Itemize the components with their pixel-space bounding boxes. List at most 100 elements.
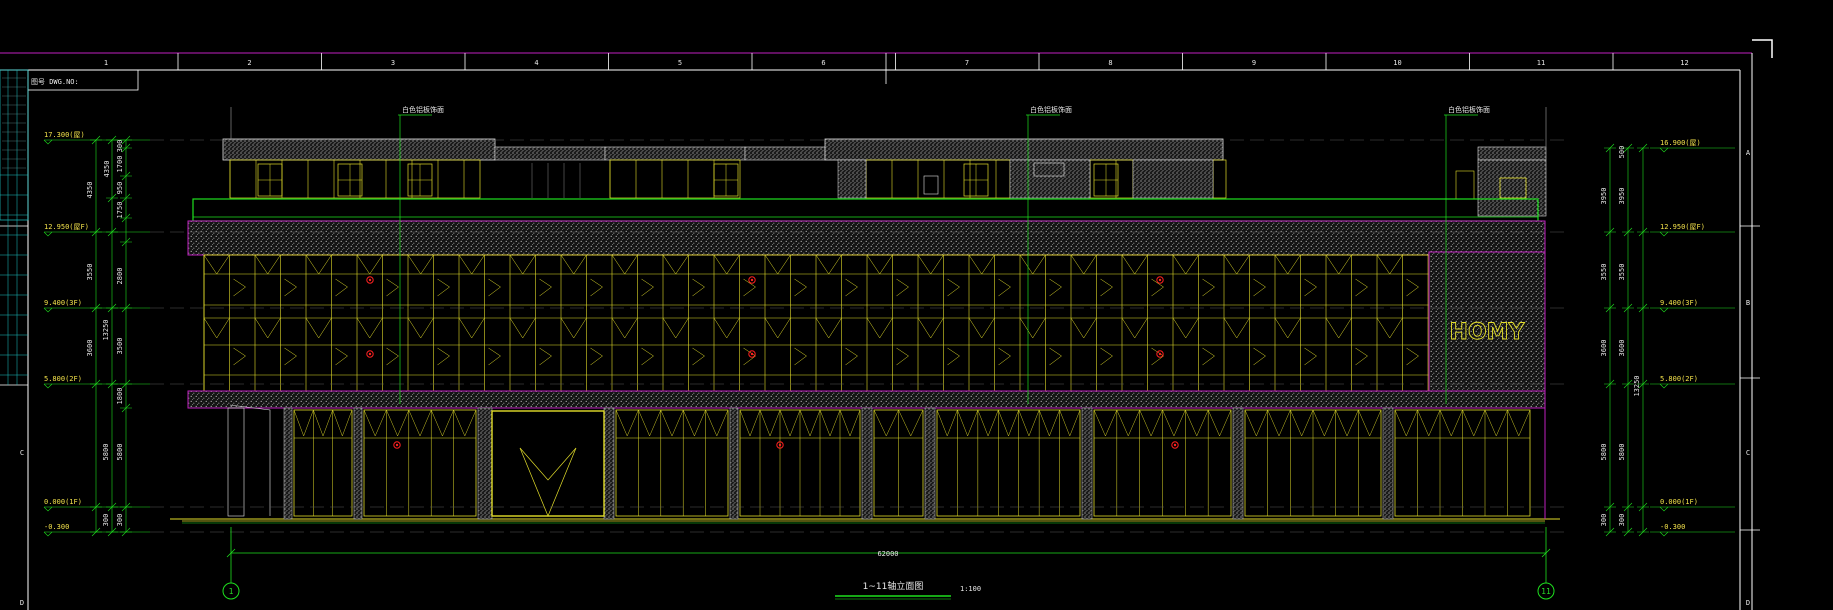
red-marker-dot xyxy=(368,352,372,356)
level-markers: 17.300(屋)12.950(屋F)9.400(3F)5.800(2F)0.0… xyxy=(43,131,1735,537)
cw-vent xyxy=(509,317,536,339)
cw-vent xyxy=(1274,317,1301,339)
cw-vent xyxy=(1325,254,1352,275)
row-letter-C: C xyxy=(1746,449,1750,457)
note-1: 白色铝板饰面 xyxy=(402,105,444,114)
cw-vent xyxy=(764,317,791,339)
cw-vent xyxy=(611,317,638,339)
pier xyxy=(1382,407,1394,520)
axis-bubble-end[interactable]: 11 xyxy=(1537,582,1555,600)
penthouse-window-band xyxy=(1089,159,1134,199)
storefront-vent xyxy=(453,409,477,437)
dim-left-13250: 13250 xyxy=(102,319,110,340)
storefront-vent xyxy=(819,409,841,437)
cw-vent xyxy=(284,347,297,366)
storefront-bay xyxy=(293,409,353,517)
red-marker-dot xyxy=(750,278,754,282)
storefront-vent xyxy=(1059,409,1081,437)
cw-vent xyxy=(386,347,399,366)
cw-vent xyxy=(509,254,536,275)
cw-vent xyxy=(488,347,501,366)
cw-vent xyxy=(968,317,995,339)
cw-vent xyxy=(254,317,281,339)
cw-vent xyxy=(1070,317,1097,339)
column-number-2: 2 xyxy=(247,59,251,67)
cw-vent xyxy=(896,347,909,366)
storefront-vent xyxy=(1290,409,1314,437)
penthouse-window-band xyxy=(609,159,741,199)
overall-dimension: 62000 xyxy=(226,527,1551,583)
cw-vent xyxy=(356,254,383,275)
red-marker xyxy=(366,276,374,284)
red-marker xyxy=(1156,350,1164,358)
storefront-vent xyxy=(1093,409,1118,437)
cw-vent xyxy=(998,278,1011,297)
level-label-left: 0.000(1F) xyxy=(44,498,82,506)
column-number-8: 8 xyxy=(1108,59,1112,67)
cw-vent xyxy=(764,254,791,275)
storefront-vent xyxy=(1244,409,1268,437)
cw-vent xyxy=(1121,317,1148,339)
left-row-letter-C: C xyxy=(20,449,24,457)
drawing-title-block: 1~11轴立面图 1:100 xyxy=(835,580,981,600)
red-marker xyxy=(748,276,756,284)
cw-vent xyxy=(458,254,485,275)
red-marker-dot xyxy=(778,443,782,447)
storefront-vent xyxy=(1139,409,1163,437)
storefront-vent xyxy=(1507,409,1531,437)
cw-vent xyxy=(662,317,689,339)
level-triangle xyxy=(1659,307,1669,313)
cw-vent xyxy=(1274,254,1301,275)
cw-vent xyxy=(743,278,756,297)
storefront-bay xyxy=(615,409,729,517)
dim-left-inner-1800: 1800 xyxy=(116,388,124,405)
cw-vent xyxy=(968,254,995,275)
dim-right-5800: 5800 xyxy=(1600,444,1608,461)
level-triangle xyxy=(1659,531,1669,537)
title-block-grid xyxy=(0,77,28,376)
storefront-vent xyxy=(977,409,999,437)
curtain-wall-grid xyxy=(203,254,1429,391)
cw-vent xyxy=(743,347,756,366)
pier xyxy=(477,407,493,520)
row-letter-B: B xyxy=(1746,299,1750,307)
cw-vent xyxy=(1172,317,1199,339)
scale-label: 1:100 xyxy=(960,585,981,593)
storefront-vent xyxy=(705,409,729,437)
cw-vent xyxy=(1304,278,1317,297)
cw-vent xyxy=(233,278,246,297)
cw-vent xyxy=(305,317,332,339)
storefront-vent xyxy=(363,409,387,437)
cw-vent xyxy=(254,254,281,275)
red-markers xyxy=(366,276,1179,449)
dim-right-inner-300: 300 xyxy=(1618,514,1626,527)
row-letter-D: D xyxy=(1746,599,1750,607)
cw-vent xyxy=(539,347,552,366)
column-number-10: 10 xyxy=(1393,59,1401,67)
pier xyxy=(924,407,936,520)
red-marker xyxy=(776,441,784,449)
cw-vent xyxy=(1172,254,1199,275)
storefront-bay xyxy=(936,409,1081,517)
note-3: 白色铝板饰面 xyxy=(1448,105,1490,114)
dim-right-inner-3950: 3950 xyxy=(1618,188,1626,205)
level-label-left: 5.800(2F) xyxy=(44,375,82,383)
dim-right-inner-3550: 3550 xyxy=(1618,264,1626,281)
dim-left-inner-300: 300 xyxy=(116,514,124,527)
cw-vent xyxy=(1049,278,1062,297)
axis-bubble-start[interactable]: 1 xyxy=(222,582,240,600)
cw-vent xyxy=(1121,254,1148,275)
logo-text: HOMY xyxy=(1450,320,1526,345)
cw-vent xyxy=(437,278,450,297)
cw-vent xyxy=(917,317,944,339)
level-triangle xyxy=(43,307,53,313)
storefront-vent xyxy=(660,409,684,437)
dim-text-l-outer2: 4350 xyxy=(103,161,111,178)
left-row-letter-D: D xyxy=(20,599,24,607)
cw-vent xyxy=(641,347,654,366)
red-marker-dot xyxy=(1158,352,1162,356)
storefront-vent xyxy=(1267,409,1291,437)
cw-vent xyxy=(1100,347,1113,366)
